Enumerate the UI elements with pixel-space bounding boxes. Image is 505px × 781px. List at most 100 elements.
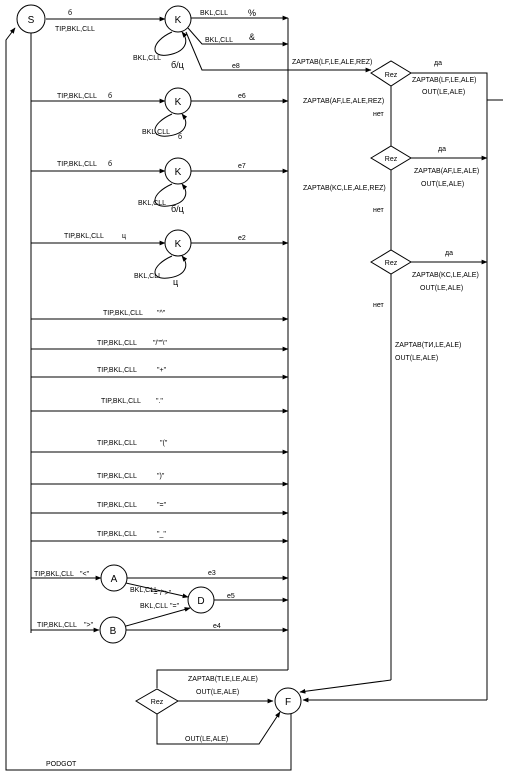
rez2-label: Rez [385, 156, 398, 163]
state-k1 [164, 5, 192, 33]
label-rez1-zap: ZAPTAB(LF,LE,ALE) [412, 77, 476, 84]
edge-k1-e8 [185, 31, 372, 73]
label-r5-tip: TIP,BKL,CLL [103, 310, 143, 317]
label-r3-tip: TIP,BKL,CLL [57, 161, 97, 168]
label-zap1: ZAPTAB(LF,LE,ALE,REZ) [292, 59, 372, 66]
label-d-e5: e5 [227, 593, 235, 600]
state-b [99, 616, 127, 644]
label-b-tip: TIP,BKL,CLL [37, 622, 77, 629]
label-k3-e7: e7 [238, 163, 246, 170]
label-rez1-net: нет [373, 111, 385, 118]
label-rezb-out1: OUT(LE,ALE) [196, 689, 239, 696]
decision-rez-bottom [135, 688, 179, 715]
label-r11-sym: "=" [157, 502, 167, 509]
label-a-tip: TIP,BKL,CLL [34, 571, 74, 578]
label-zap-ti: ZAPTAB(TИ,LE,ALE) [395, 342, 461, 349]
label-rez2-da: да [438, 146, 446, 153]
label-b-sym: ">" [84, 622, 94, 629]
label-r7-sym: "+" [157, 367, 167, 374]
state-f [274, 687, 302, 715]
label-k3-bc: б/ц [171, 204, 184, 214]
label-r10-tip: TIP,BKL,CLL [97, 473, 137, 480]
label-k4-e2: e2 [238, 235, 246, 242]
return-line-to-s [5, 27, 292, 771]
label-b-eq: "=" [170, 603, 180, 610]
state-k3 [164, 157, 192, 185]
label-r4-c: ц [122, 233, 126, 240]
label-r10-sym: ")" [157, 473, 165, 480]
label-k4-c: ц [173, 277, 178, 287]
node-s-label: S [28, 15, 35, 26]
state-d [187, 586, 215, 614]
label-k1-bklcll-1: BKL,CLL [200, 10, 228, 17]
label-r6-tip: TIP,BKL,CLL [97, 340, 137, 347]
label-k1-amp: & [249, 32, 255, 42]
label-rez3-net: нет [373, 302, 385, 309]
label-top-b: б [68, 9, 72, 17]
label-b-e4: e4 [213, 623, 221, 630]
label-k4-loop: BKL,CLL [134, 273, 162, 280]
edge-k1-amp [187, 27, 289, 47]
label-k2-b: б [178, 133, 182, 141]
node-f-label: F [285, 697, 291, 708]
label-r12-tip: TIP,BKL,CLL [97, 531, 137, 538]
label-k1-loop: BKL,CLL [133, 55, 161, 62]
label-out-ti: OUT(LE,ALE) [395, 355, 438, 362]
label-k2-e6: e6 [238, 93, 246, 100]
loop-k1 [154, 31, 188, 56]
label-rez3-da: да [445, 250, 453, 257]
label-k3-loop: BKL,CLL [138, 200, 166, 207]
rez-bottom-label: Rez [151, 699, 164, 706]
label-r6-sym: "/""\" [153, 340, 167, 347]
label-b-bklcll: BKL,CLL [140, 603, 168, 610]
label-rez1-out: OUT(LE,ALE) [422, 89, 465, 96]
label-top-tip: TIP,BKL,CLL [55, 26, 95, 33]
state-a [100, 564, 128, 592]
label-r7-tip: TIP,BKL,CLL [97, 367, 137, 374]
label-a-syms: "="/">" [151, 590, 172, 597]
label-rez2-net: нет [373, 207, 385, 214]
label-rez1-da: да [434, 60, 442, 67]
node-k4-label: K [175, 239, 182, 250]
label-rezb-zap: ZAPTAB(TLE,LE,ALE) [188, 676, 258, 683]
label-rez3-zap: ZAPTAB(KC,LE,ALE) [412, 272, 479, 279]
node-k1-label: K [175, 15, 182, 26]
edge-rezb-out [156, 711, 281, 745]
decision-rez2 [370, 145, 412, 171]
state-k2 [164, 87, 192, 115]
label-rez2-zap: ZAPTAB(AF,LE,ALE) [414, 168, 479, 175]
node-d-label: D [197, 596, 204, 607]
edge-a-d [125, 582, 189, 599]
state-k4 [164, 229, 192, 257]
edge-rez1-da [411, 72, 488, 100]
label-zap2: ZAPTAB(AF,LE,ALE,REZ) [303, 98, 384, 105]
bottom-connector [156, 669, 288, 688]
label-k1-bklcll-2: BKL,CLL [205, 37, 233, 44]
label-a-e3: e3 [208, 570, 216, 577]
node-k3-label: K [175, 167, 182, 178]
label-k1-bc: б/ц [171, 60, 184, 70]
rez3-label: Rez [385, 260, 398, 267]
label-a-sym: "<" [80, 571, 90, 578]
label-a-bklcll: BKL,CLL [130, 587, 158, 594]
label-r11-tip: TIP,BKL,CLL [97, 502, 137, 509]
state-s [16, 4, 46, 34]
node-b-label: B [110, 626, 117, 637]
decision-rez3 [370, 249, 412, 275]
label-r8-tip: TIP,BKL,CLL [101, 398, 141, 405]
label-podgot: PODGOT [46, 761, 77, 768]
label-rez2-out: OUT(LE,ALE) [421, 181, 464, 188]
label-r9-sym: "(" [160, 440, 168, 447]
label-r8-sym: "." [156, 398, 163, 405]
label-rezb-out2: OUT(LE,ALE) [185, 736, 228, 743]
rez1-label: Rez [385, 72, 398, 79]
label-zap3: ZAPTAB(KC,LE,ALE,REZ) [303, 185, 386, 192]
label-rez3-out: OUT(LE,ALE) [420, 285, 463, 292]
label-r2-b: б [108, 92, 112, 100]
rez-column-to-f [299, 679, 392, 694]
loop-k2 [154, 113, 188, 137]
edge-b-d [125, 607, 191, 627]
loop-k4 [154, 255, 188, 279]
label-k2-loop: BKL,CLL [142, 129, 170, 136]
